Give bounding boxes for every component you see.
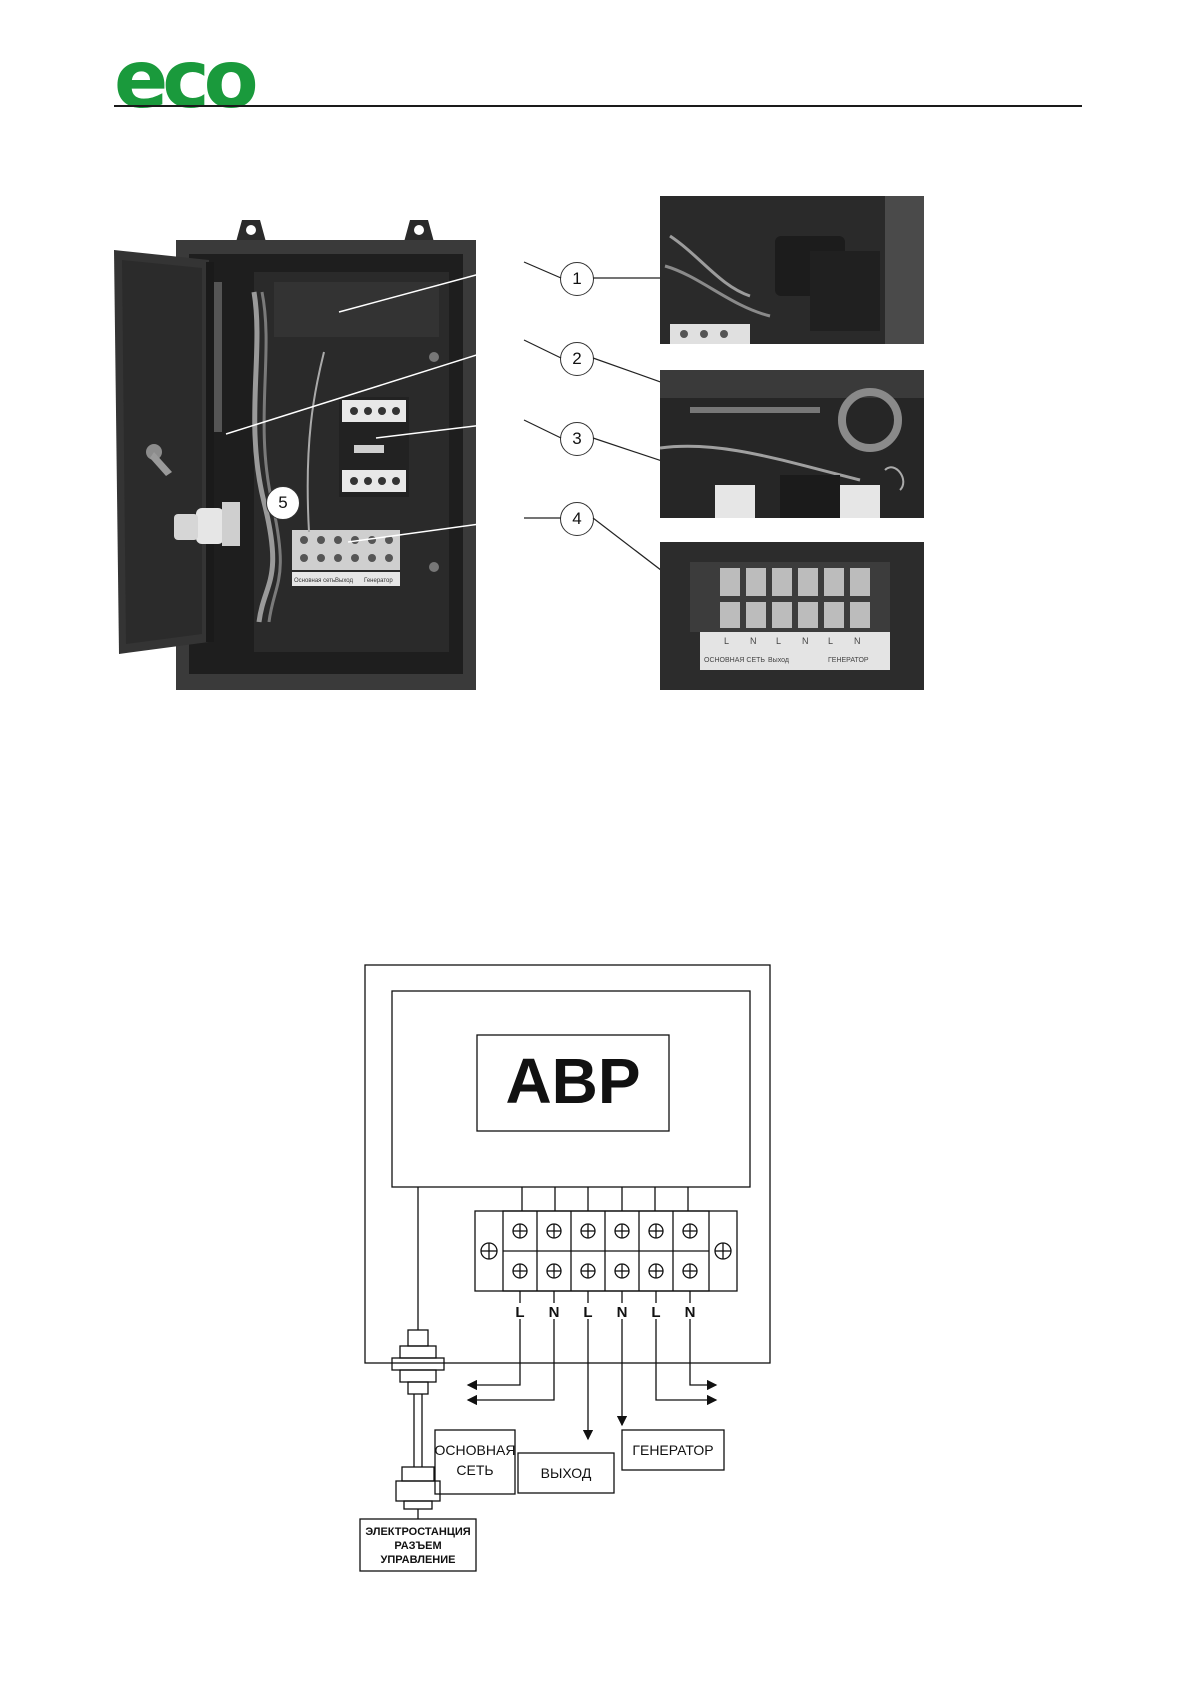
- label-output: ВЫХОД: [541, 1465, 592, 1481]
- callout-2: 2: [560, 342, 594, 376]
- detail-photo-terminal-block: L N L N L N ОСНОВНАЯ СЕТЬ Выход ГЕНЕРАТО…: [660, 542, 924, 690]
- detail-terminal-N3: N: [854, 636, 861, 646]
- detail-terminal-N2: N: [802, 636, 809, 646]
- detail-terminal-L3: L: [828, 636, 833, 646]
- label-main-network-line1: ОСНОВНАЯ: [435, 1442, 516, 1458]
- label-main-network-line2: СЕТЬ: [456, 1462, 493, 1478]
- callout-3: 3: [560, 422, 594, 456]
- cabinet-photo: Основная сеть Выход Генератор: [114, 202, 524, 702]
- panel-label-output: Выход: [335, 578, 353, 584]
- wiring-diagram: АВР L N L N L N ОСНОВНАЯ СЕТЬ ВЫХОД ГЕНЕ…: [359, 964, 771, 1572]
- detail-label-generator: ГЕНЕРАТОР: [828, 657, 869, 664]
- detail-label-main: ОСНОВНАЯ СЕТЬ: [704, 657, 765, 664]
- terminal-N-main: N: [549, 1304, 560, 1321]
- detail-terminal-N1: N: [750, 636, 757, 646]
- detail-label-output: Выход: [768, 657, 789, 664]
- terminal-N-output: N: [617, 1304, 628, 1321]
- terminal-L-generator: L: [651, 1304, 660, 1321]
- label-generator: ГЕНЕРАТОР: [632, 1442, 713, 1458]
- detail-terminal-L2: L: [776, 636, 781, 646]
- callout-1: 1: [560, 262, 594, 296]
- terminal-L-output: L: [583, 1304, 592, 1321]
- callout-4: 4: [560, 502, 594, 536]
- ats-title: АВР: [505, 1045, 640, 1117]
- detail-photo-contactor-top: [660, 196, 924, 344]
- detail-terminal-L1: L: [724, 636, 729, 646]
- callout-5: 5: [266, 486, 300, 520]
- label-connector-line3: УПРАВЛЕНИЕ: [381, 1554, 456, 1566]
- header-divider: [114, 105, 1082, 107]
- label-connector-line1: ЭЛЕКТРОСТАНЦИЯ: [365, 1526, 470, 1538]
- panel-label-main: Основная сеть: [294, 578, 335, 584]
- label-connector-line2: РАЗЪЕМ: [394, 1540, 441, 1552]
- panel-label-generator: Генератор: [364, 578, 393, 584]
- terminal-L-main: L: [515, 1304, 524, 1321]
- detail-photo-contactors: [660, 370, 924, 518]
- terminal-N-generator: N: [685, 1304, 696, 1321]
